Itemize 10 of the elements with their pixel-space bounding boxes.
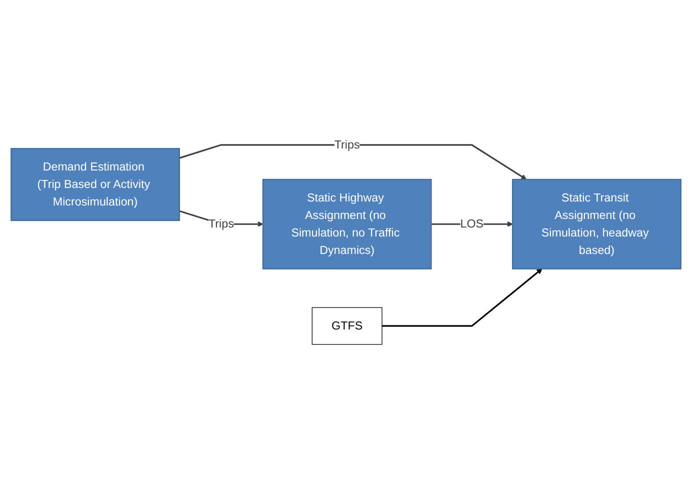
node-box: GTFS — [312, 307, 382, 345]
edge-label: Trips — [334, 138, 360, 152]
arrow — [179, 144, 527, 180]
arrow — [382, 268, 542, 327]
node-box: Static Transit Assignment (no Simulation, headway based) — [512, 179, 682, 270]
edge-label: Trips — [208, 218, 234, 230]
edge-label: LOS — [460, 218, 484, 230]
node-box: Static Highway Assignment (no Simulation, no Traffic Dynamics) — [262, 179, 432, 270]
arrow — [431, 221, 513, 228]
node-box: Demand Estimation (Trip Based or Activity Microsimulation) — [10, 148, 180, 222]
